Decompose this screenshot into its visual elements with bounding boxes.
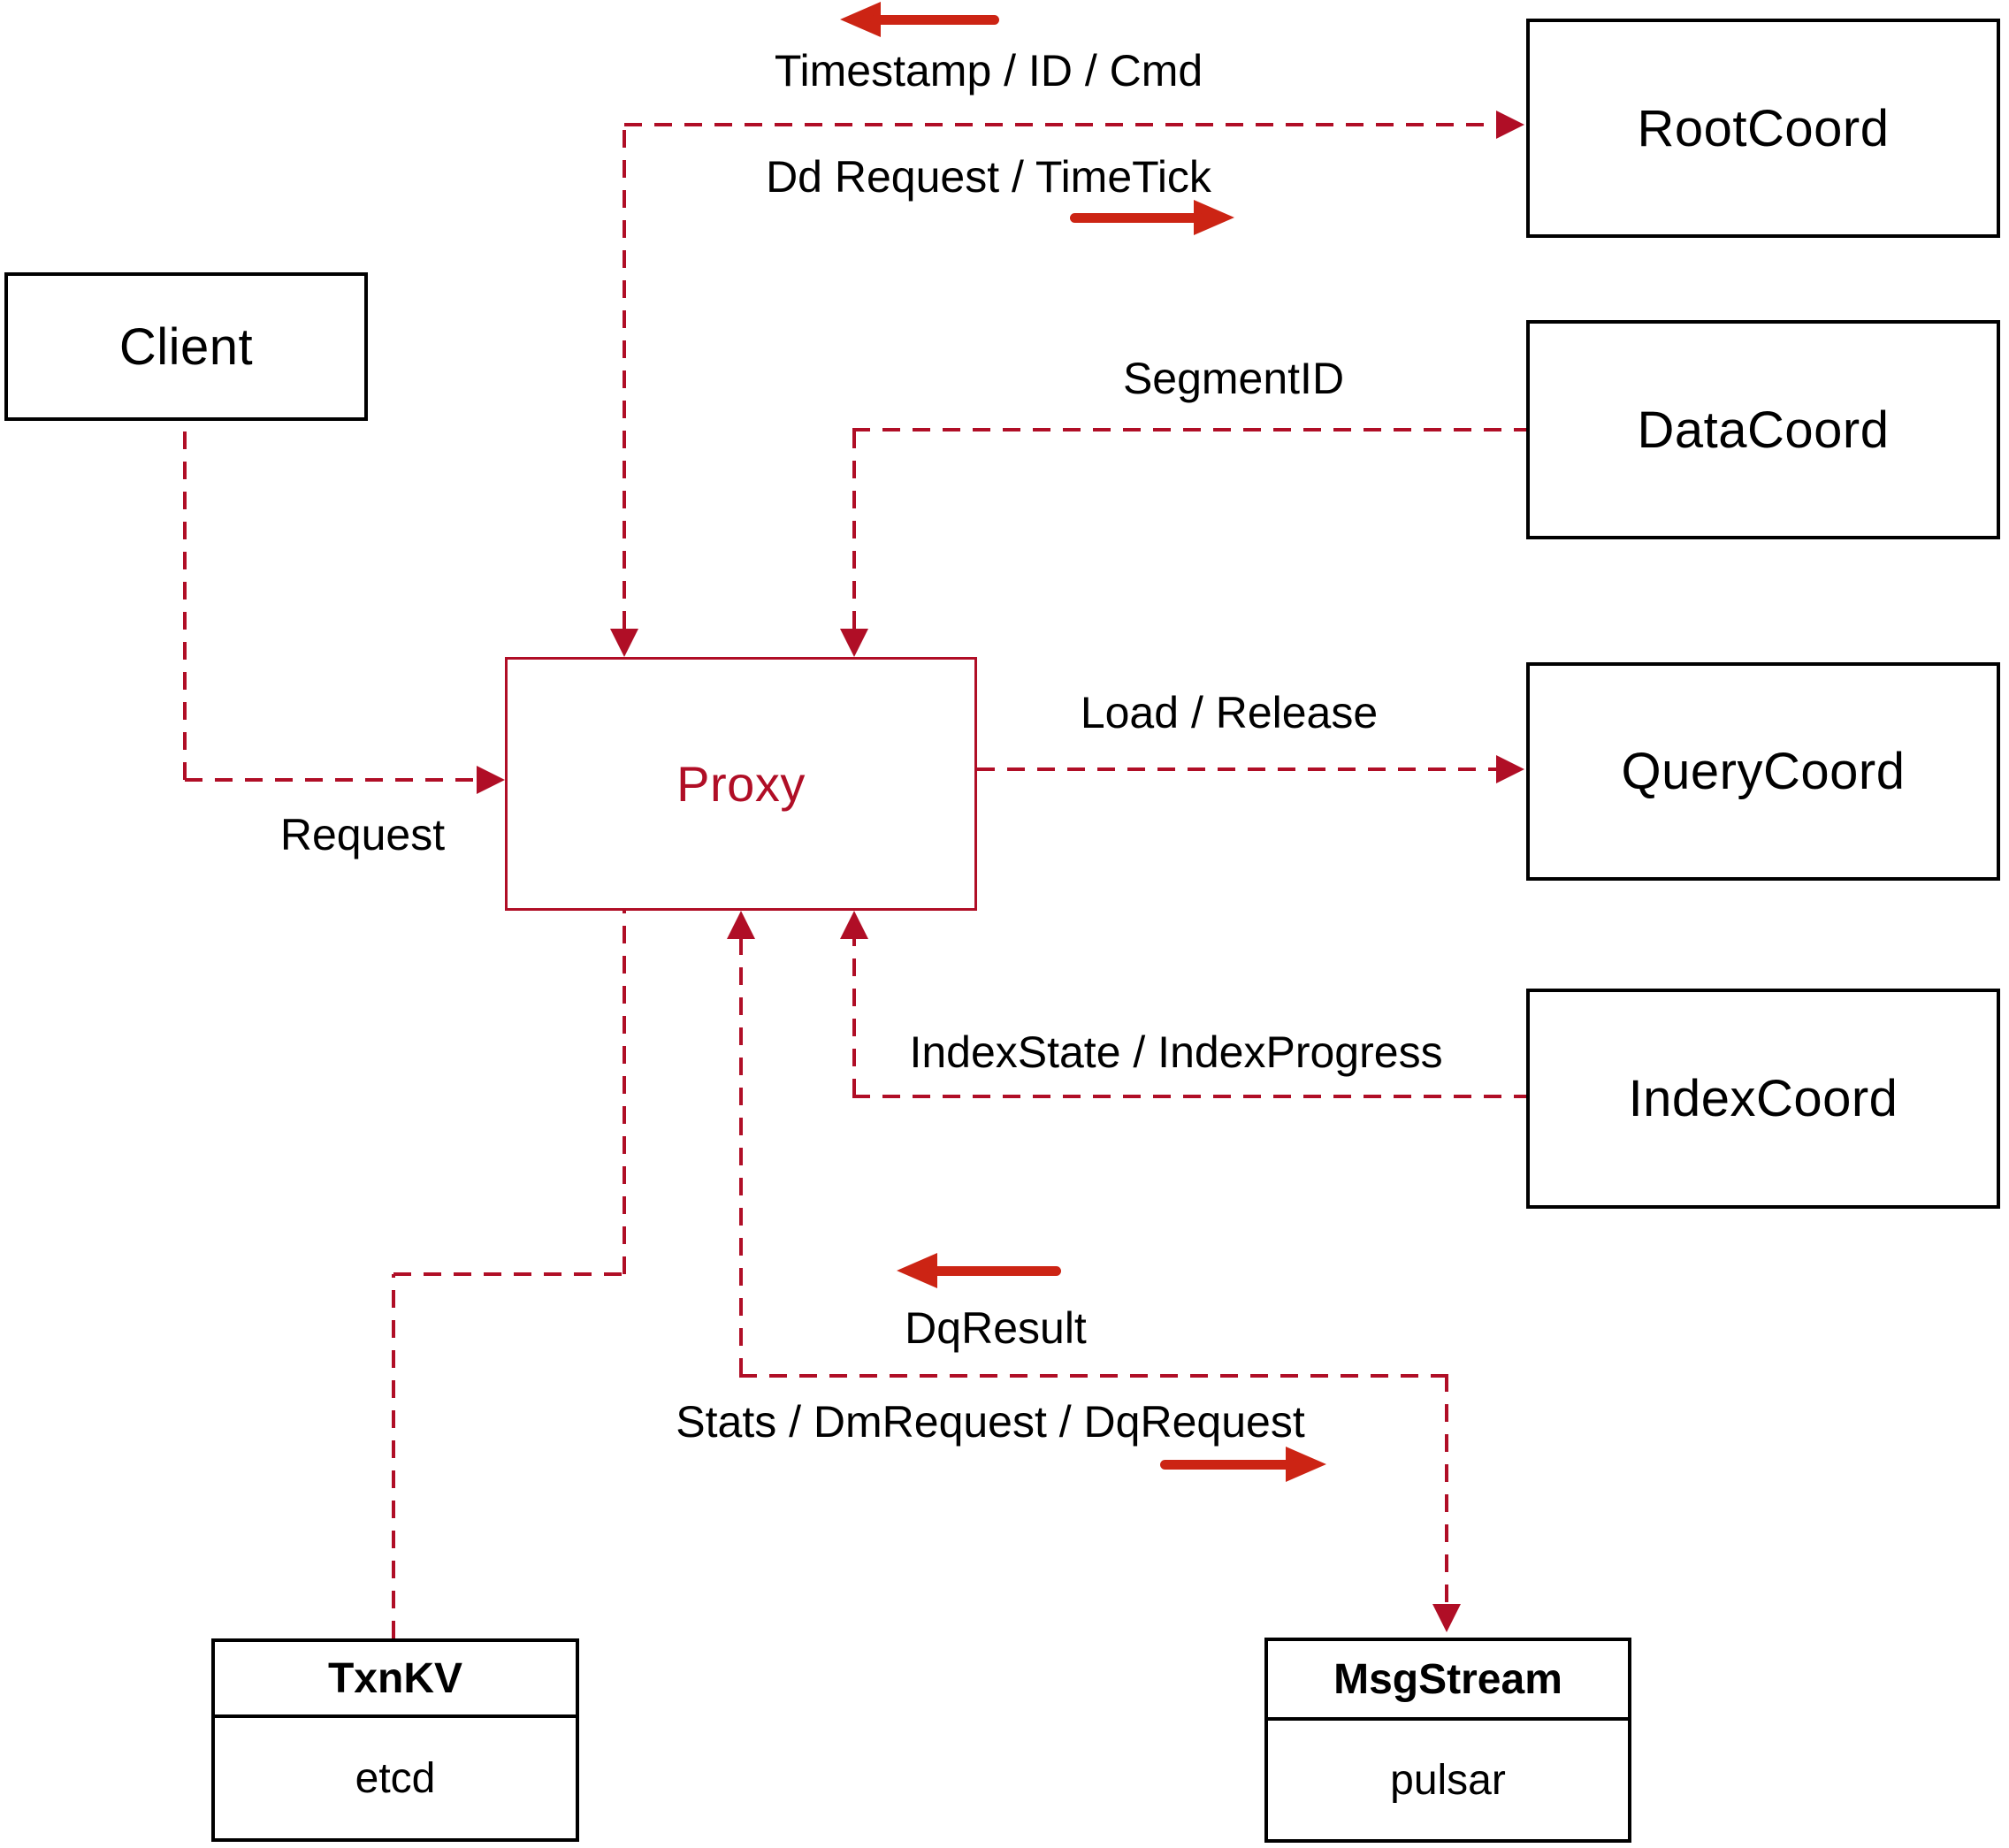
edge-proxy-txnkv-vertical-upper <box>623 911 626 1274</box>
arrowhead-into-proxy-top-left <box>610 629 638 657</box>
arrowhead-into-proxy-top-right <box>840 629 868 657</box>
edge-datacoord-proxy-horizontal <box>852 428 1526 431</box>
txnkv-value: etcd <box>215 1718 576 1838</box>
msgstream-value: pulsar <box>1268 1721 1628 1839</box>
flow-arrow-stats-right-icon <box>1160 1447 1326 1482</box>
label-request: Request <box>279 810 446 859</box>
arrowhead-into-querycoord <box>1496 755 1524 783</box>
edge-client-proxy-vertical <box>183 421 187 780</box>
datacoord-node: DataCoord <box>1526 320 2000 539</box>
label-timestamp-id-cmd: Timestamp / ID / Cmd <box>774 46 1203 95</box>
flow-arrow-ddrequest-right-icon <box>1070 200 1234 235</box>
label-dqresult: DqResult <box>905 1303 1087 1353</box>
arrowhead-into-rootcoord <box>1496 111 1524 139</box>
edge-proxy-rootcoord-vertical <box>623 125 626 629</box>
label-indexstate-indexprogress: IndexState / IndexProgress <box>909 1027 1443 1077</box>
rootcoord-label: RootCoord <box>1637 99 1890 157</box>
flow-arrow-timestamp-left-icon <box>840 2 999 37</box>
arrowhead-into-msgstream <box>1432 1604 1461 1632</box>
arrowhead-into-proxy-bottom-right <box>840 911 868 939</box>
edge-proxy-msgstream-horizontal <box>739 1374 1448 1378</box>
client-node: Client <box>4 272 368 421</box>
txnkv-title: TxnKV <box>215 1642 576 1718</box>
arrow-shaft <box>870 15 999 25</box>
edge-proxy-querycoord-horizontal <box>977 767 1496 771</box>
indexcoord-label: IndexCoord <box>1628 1070 1898 1127</box>
label-stats-dmrequest-dqrequest: Stats / DmRequest / DqRequest <box>676 1397 1305 1447</box>
querycoord-label: QueryCoord <box>1621 743 1906 800</box>
txnkv-value-text: etcd <box>355 1754 436 1802</box>
datacoord-label: DataCoord <box>1637 401 1890 459</box>
proxy-node: Proxy <box>505 657 977 911</box>
flow-arrow-dqresult-left-icon <box>897 1253 1061 1288</box>
edge-proxy-msgstream-vertical-upper <box>739 939 743 1376</box>
arrow-shaft <box>1160 1460 1296 1470</box>
edge-proxy-txnkv-vertical-lower <box>392 1274 395 1638</box>
rootcoord-node: RootCoord <box>1526 19 2000 238</box>
edge-indexcoord-proxy-vertical <box>852 939 856 1096</box>
txnkv-title-text: TxnKV <box>327 1654 462 1702</box>
msgstream-title-text: MsgStream <box>1333 1655 1562 1703</box>
arrowhead-into-proxy-bottom-left <box>727 911 755 939</box>
arrow-shaft <box>927 1266 1061 1276</box>
arrow-shaft <box>1070 213 1204 223</box>
client-label: Client <box>118 317 254 376</box>
txnkv-node: TxnKV etcd <box>211 1638 579 1842</box>
edge-proxy-msgstream-vertical-lower <box>1445 1376 1448 1602</box>
edge-indexcoord-proxy-horizontal <box>852 1095 1526 1098</box>
indexcoord-node: IndexCoord <box>1526 989 2000 1209</box>
label-dd-request-timetick: Dd Request / TimeTick <box>766 152 1211 202</box>
msgstream-title: MsgStream <box>1268 1641 1628 1721</box>
label-segment-id: SegmentID <box>1122 354 1345 403</box>
edge-proxy-txnkv-horizontal <box>393 1272 626 1276</box>
proxy-label: Proxy <box>676 756 806 812</box>
edge-proxy-rootcoord-horizontal <box>624 123 1496 126</box>
querycoord-node: QueryCoord <box>1526 662 2000 881</box>
msgstream-value-text: pulsar <box>1390 1756 1506 1804</box>
edge-datacoord-proxy-vertical <box>852 430 856 629</box>
arrowhead-into-proxy-left <box>477 766 505 794</box>
msgstream-node: MsgStream pulsar <box>1264 1638 1631 1843</box>
label-load-release: Load / Release <box>1080 688 1379 737</box>
edge-client-proxy-horizontal <box>185 778 477 782</box>
